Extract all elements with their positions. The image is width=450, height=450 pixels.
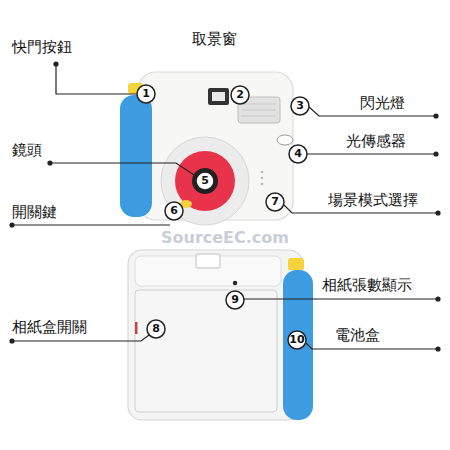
callout-number: 1 bbox=[137, 85, 155, 103]
part-name: 閃光燈 bbox=[360, 94, 405, 112]
part-name: 鏡頭 bbox=[12, 141, 42, 159]
callout-number: 3 bbox=[291, 97, 309, 115]
part-name: 相紙張數顯示 bbox=[322, 276, 412, 294]
part-name: 取景窗 bbox=[192, 30, 237, 48]
part-name: 場景模式選擇 bbox=[328, 191, 418, 209]
part-name: 相紙盒開關 bbox=[12, 318, 87, 336]
callout-number: 2 bbox=[231, 86, 249, 104]
callout-number: 7 bbox=[266, 193, 284, 211]
callout-number: 10 bbox=[288, 331, 306, 349]
part-name: 快門按鈕 bbox=[12, 38, 72, 56]
part-name: 電池盒 bbox=[335, 326, 380, 344]
callout-number: 4 bbox=[289, 145, 307, 163]
callout-number: 5 bbox=[196, 172, 214, 190]
part-name: 開關鍵 bbox=[12, 203, 57, 221]
callout-number: 9 bbox=[226, 291, 244, 309]
watermark: SourceEC.com bbox=[161, 228, 289, 248]
callout-number: 8 bbox=[147, 320, 165, 338]
callout-number: 6 bbox=[165, 202, 183, 220]
part-name: 光傳感器 bbox=[346, 132, 406, 150]
